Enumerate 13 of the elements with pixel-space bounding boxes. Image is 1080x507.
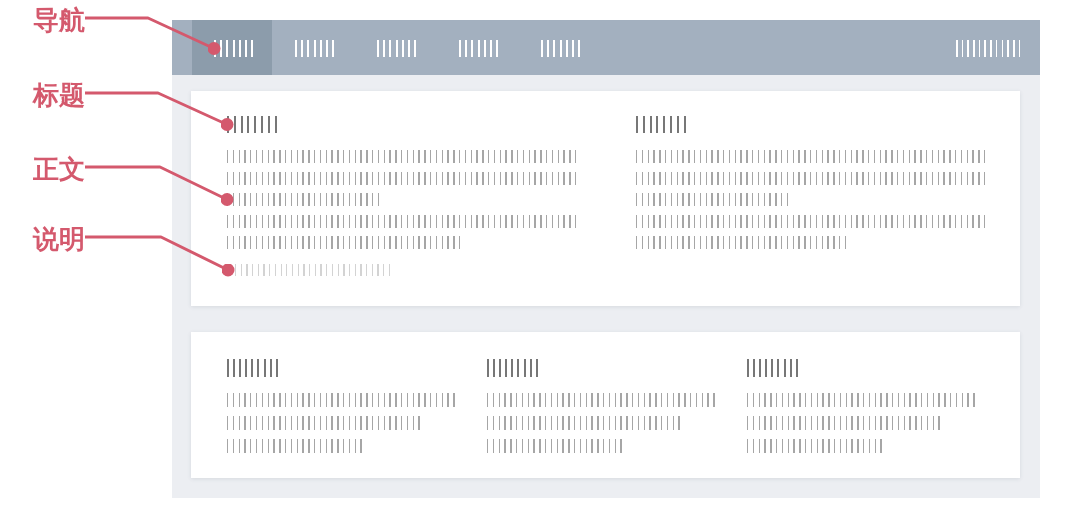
body-text-placeholder <box>636 150 986 249</box>
body-text-placeholder <box>227 150 577 249</box>
leader-line <box>85 165 234 206</box>
callout-label: 导航 <box>33 7 85 33</box>
callout-label: 正文 <box>33 156 85 182</box>
leader-line <box>85 235 235 277</box>
body-text-placeholder <box>747 393 975 453</box>
callout-label: 标题 <box>33 82 85 108</box>
leader-line <box>85 16 221 55</box>
leader-line <box>85 91 234 131</box>
body-text-placeholder <box>487 393 715 453</box>
callout-label: 说明 <box>33 226 85 252</box>
body-text-placeholder <box>227 393 455 453</box>
